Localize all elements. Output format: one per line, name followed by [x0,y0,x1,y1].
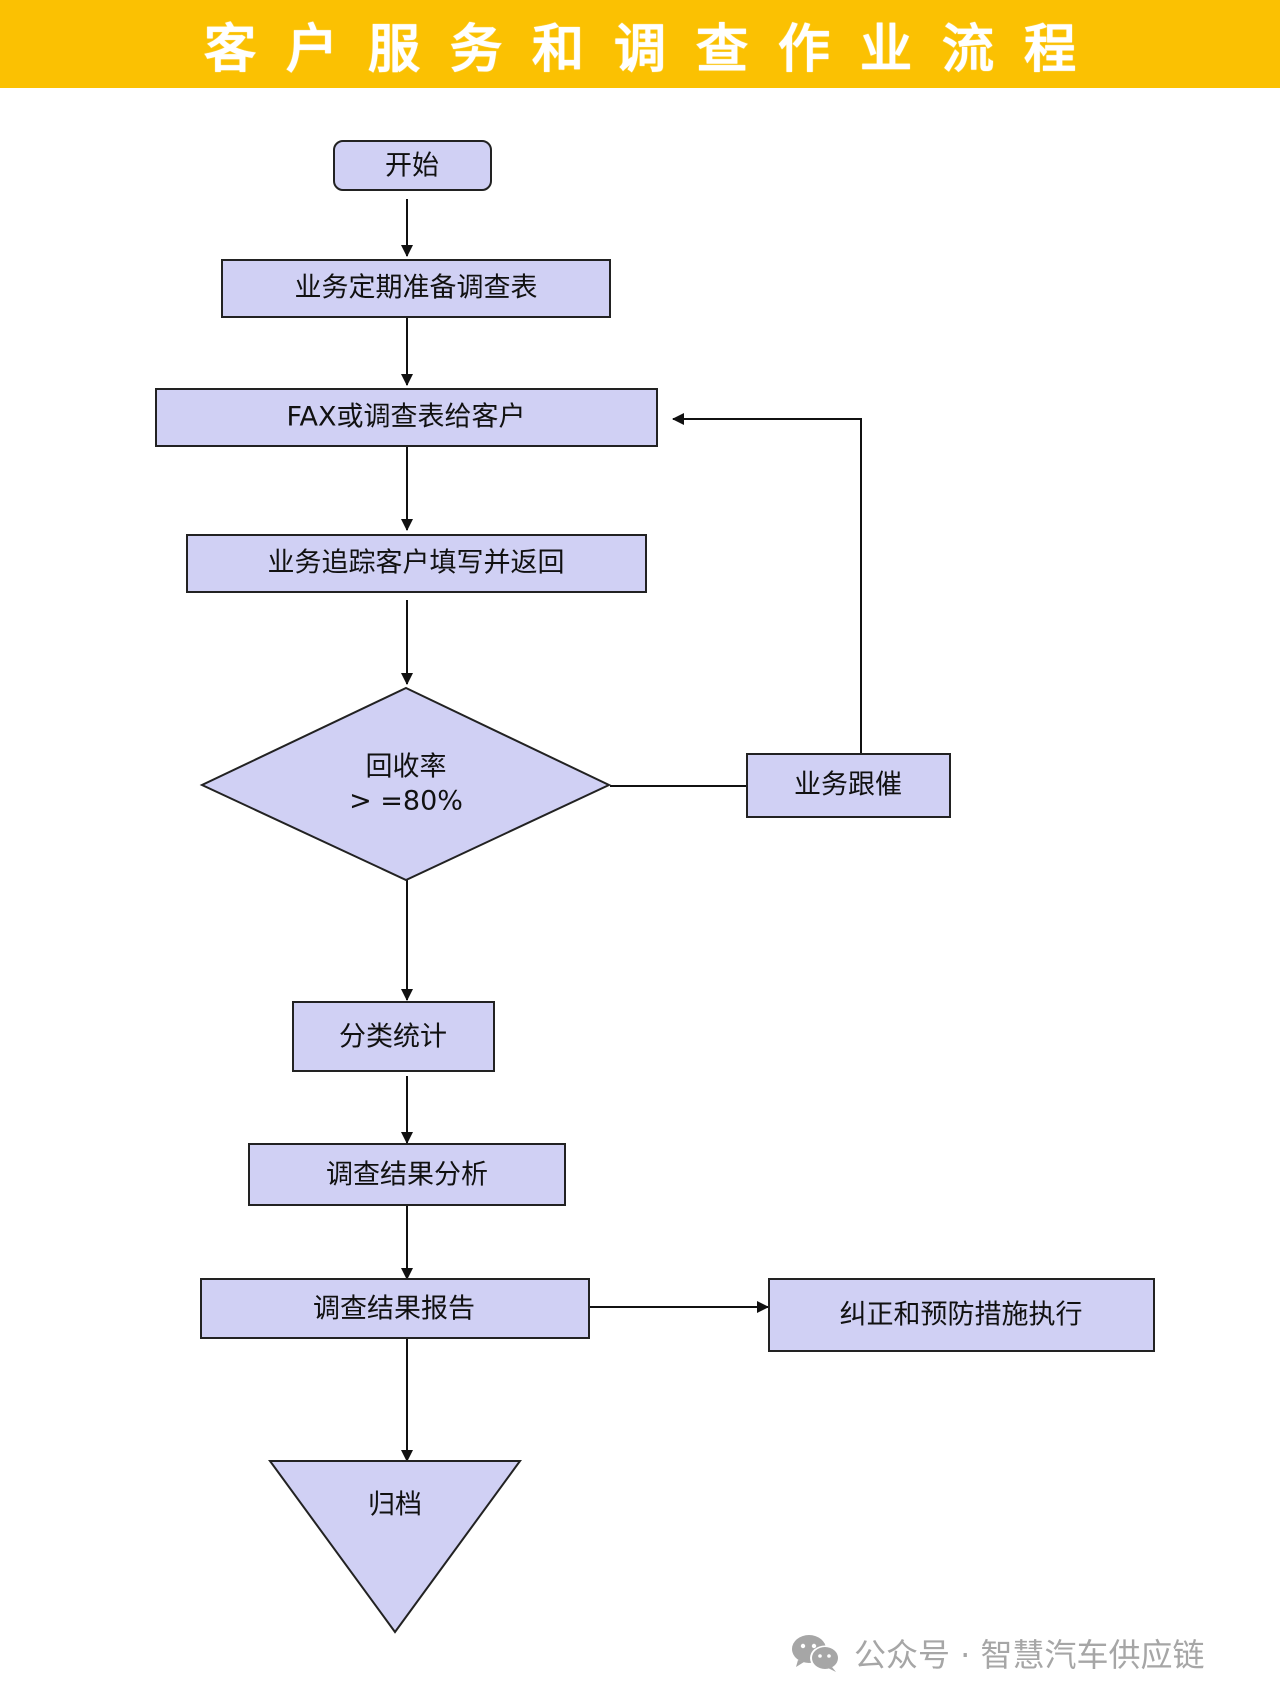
node-follow-up: 业务跟催 [746,753,951,818]
result-analysis-box [248,1143,566,1206]
result-analysis-label: 调查结果分析 [326,1160,488,1191]
track-return-box [186,534,647,593]
classify-stats-label: 分类统计 [339,1022,447,1053]
start-label: 开始 [385,151,439,182]
send-to-customer-box [155,388,658,447]
node-start: 开始 [333,140,492,191]
watermark-text: 公众号 · 智慧汽车供应链 [854,1636,1205,1674]
corrective-action-box [768,1278,1155,1352]
decision-label-line2: > =80% [349,786,463,817]
node-classify-stats: 分类统计 [292,1001,495,1072]
follow-up-label: 业务跟催 [794,770,902,801]
node-prepare-survey: 业务定期准备调查表 [221,259,611,318]
node-archive: 归档 [268,1460,522,1634]
node-corrective-action: 纠正和预防措施执行 [768,1278,1155,1352]
classify-stats-box [292,1001,495,1072]
wechat-icon [790,1633,842,1673]
watermark: 公众号 · 智慧汽车供应链 [790,1630,1205,1676]
node-result-report: 调查结果报告 [200,1278,590,1339]
archive-triangle [268,1460,522,1634]
decision-diamond [199,686,612,882]
node-decision: 回收率 > =80% [199,686,612,882]
prepare-survey-label: 业务定期准备调查表 [295,273,538,304]
node-track-return: 业务追踪客户填写并返回 [186,534,647,593]
title-banner: 客户服务和调查作业流程 [0,0,1280,88]
prepare-survey-box [221,259,611,318]
send-to-customer-label: FAX或调查表给客户 [286,402,525,433]
result-report-box [200,1278,590,1339]
decision-label-line1: 回收率 [366,752,447,783]
edge-followup-to-send [672,413,862,753]
track-return-label: 业务追踪客户填写并返回 [268,548,565,579]
corrective-action-label: 纠正和预防措施执行 [840,1300,1083,1331]
node-send-to-customer: FAX或调查表给客户 [155,388,658,447]
node-result-analysis: 调查结果分析 [248,1143,566,1206]
follow-up-box [746,753,951,818]
page-title: 客户服务和调查作业流程 [203,19,1106,80]
result-report-label: 调查结果报告 [313,1294,475,1325]
start-terminal-shape [333,140,492,191]
archive-label: 归档 [368,1490,422,1521]
